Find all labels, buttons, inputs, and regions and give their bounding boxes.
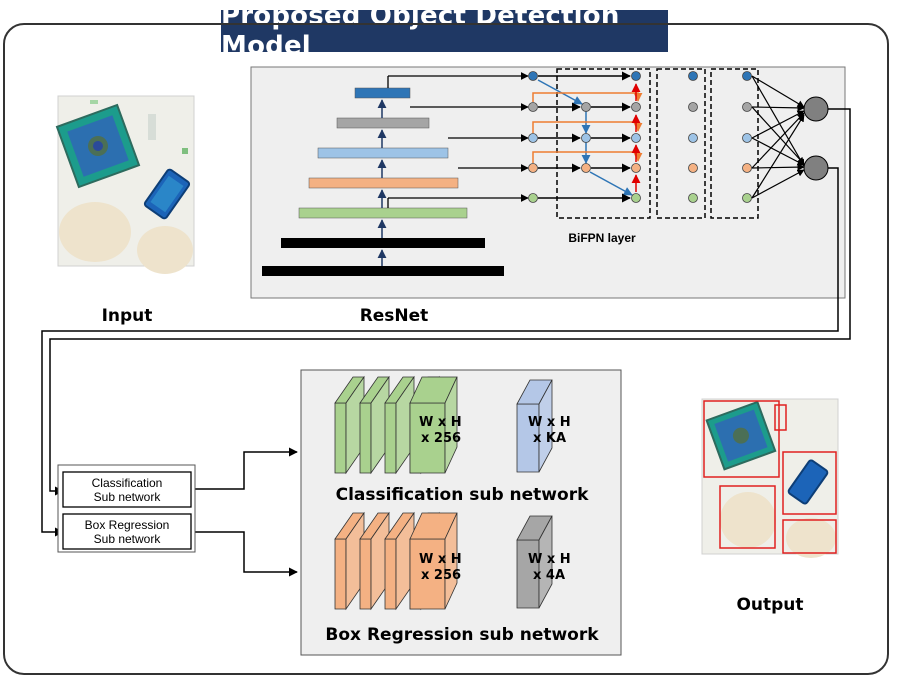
bifpn-node: [528, 133, 538, 143]
bifpn-node: [631, 193, 641, 203]
box-out-dim-1: W x H: [528, 552, 571, 567]
resnet-level-c1: [262, 266, 504, 276]
resnet-level-c2: [281, 238, 485, 248]
classification-head-title: Classification sub network: [336, 485, 589, 505]
detection-box: [782, 451, 837, 515]
input-label: Input: [102, 306, 153, 326]
classification-feature-map: [359, 375, 390, 475]
classification-subnet-box[interactable]: [62, 471, 192, 508]
classification-output-block: [516, 379, 553, 473]
detection-box: [703, 400, 780, 478]
cls-out-dim-2: x KA: [533, 431, 566, 446]
bifpn-label: BiFPN layer: [568, 231, 636, 245]
bifpn-node: [742, 102, 752, 112]
classification-feature-map: [384, 375, 415, 475]
box-regression-feature-map: [409, 512, 458, 610]
cls-main-dim-1: W x H: [419, 415, 462, 430]
bifpn-node: [688, 133, 698, 143]
classification-subnet-label-2: Sub network: [94, 490, 162, 504]
resnet-level-p4: [308, 177, 459, 189]
detection-box: [719, 485, 776, 549]
input-image: [55, 95, 195, 274]
classification-output-map: [516, 379, 553, 473]
output-label: Output: [736, 595, 803, 615]
box-regression-feature-stack: [334, 511, 458, 611]
bifpn-node: [742, 71, 752, 81]
routing-lines: [41, 108, 851, 577]
outer-frame: [3, 23, 889, 675]
bifpn-block-2: [656, 68, 706, 219]
output-node-box: [803, 155, 829, 181]
box-regression-subnet-label-2: Sub network: [94, 532, 162, 546]
bifpn-node: [688, 163, 698, 173]
bifpn-node: [742, 133, 752, 143]
box-regression-subnet-box[interactable]: [62, 513, 192, 550]
cls-main-dim-2: x 256: [421, 431, 461, 446]
bifpn-node: [631, 71, 641, 81]
bifpn-node: [742, 163, 752, 173]
bifpn-nodes: [528, 71, 752, 203]
bifpn-edges: [532, 71, 643, 203]
cls-out-dim-1: W x H: [528, 415, 571, 430]
fc-connections: [751, 75, 805, 199]
bifpn-node: [742, 193, 752, 203]
bifpn-node: [581, 133, 591, 143]
box-regression-output-block: [516, 515, 553, 609]
box-regression-feature-map: [384, 511, 415, 611]
detection-box: [782, 519, 837, 554]
box-regression-subnet-label-1: Box Regression: [85, 518, 170, 532]
lateral-connections: [387, 72, 529, 208]
bifpn-node: [581, 102, 591, 112]
bifpn-node: [581, 163, 591, 173]
box-main-dim-2: x 256: [421, 568, 461, 583]
bifpn-node: [528, 71, 538, 81]
box-regression-output-map: [516, 515, 553, 609]
bifpn-node: [688, 102, 698, 112]
bifpn-block-1: [556, 68, 651, 219]
bifpn-node: [631, 163, 641, 173]
bifpn-node: [688, 71, 698, 81]
box-out-dim-2: x 4A: [533, 568, 565, 583]
resnet-pyramid: [262, 87, 504, 276]
bifpn-node: [528, 102, 538, 112]
classification-feature-map: [409, 376, 458, 474]
resnet-label: ResNet: [360, 306, 429, 326]
box-main-dim-1: W x H: [419, 552, 462, 567]
detection-box: [774, 404, 787, 431]
box-regression-feature-map: [334, 511, 365, 611]
bifpn-node: [528, 193, 538, 203]
bifpn-node: [528, 163, 538, 173]
bifpn-node: [688, 193, 698, 203]
bifpn-block-3: [710, 68, 759, 219]
box-regression-feature-map: [359, 511, 390, 611]
bifpn-node: [631, 133, 641, 143]
output-image: [701, 398, 839, 558]
classification-subnet-label-1: Classification: [92, 476, 163, 490]
resnet-level-p7: [354, 87, 411, 99]
classification-feature-stack: [334, 375, 458, 475]
output-node-class: [803, 96, 829, 122]
resnet-level-p6: [336, 117, 430, 129]
resnet-level-p3: [298, 207, 468, 219]
resnet-level-p5: [317, 147, 449, 159]
bifpn-node: [631, 102, 641, 112]
box-regression-head-title: Box Regression sub network: [325, 625, 599, 645]
